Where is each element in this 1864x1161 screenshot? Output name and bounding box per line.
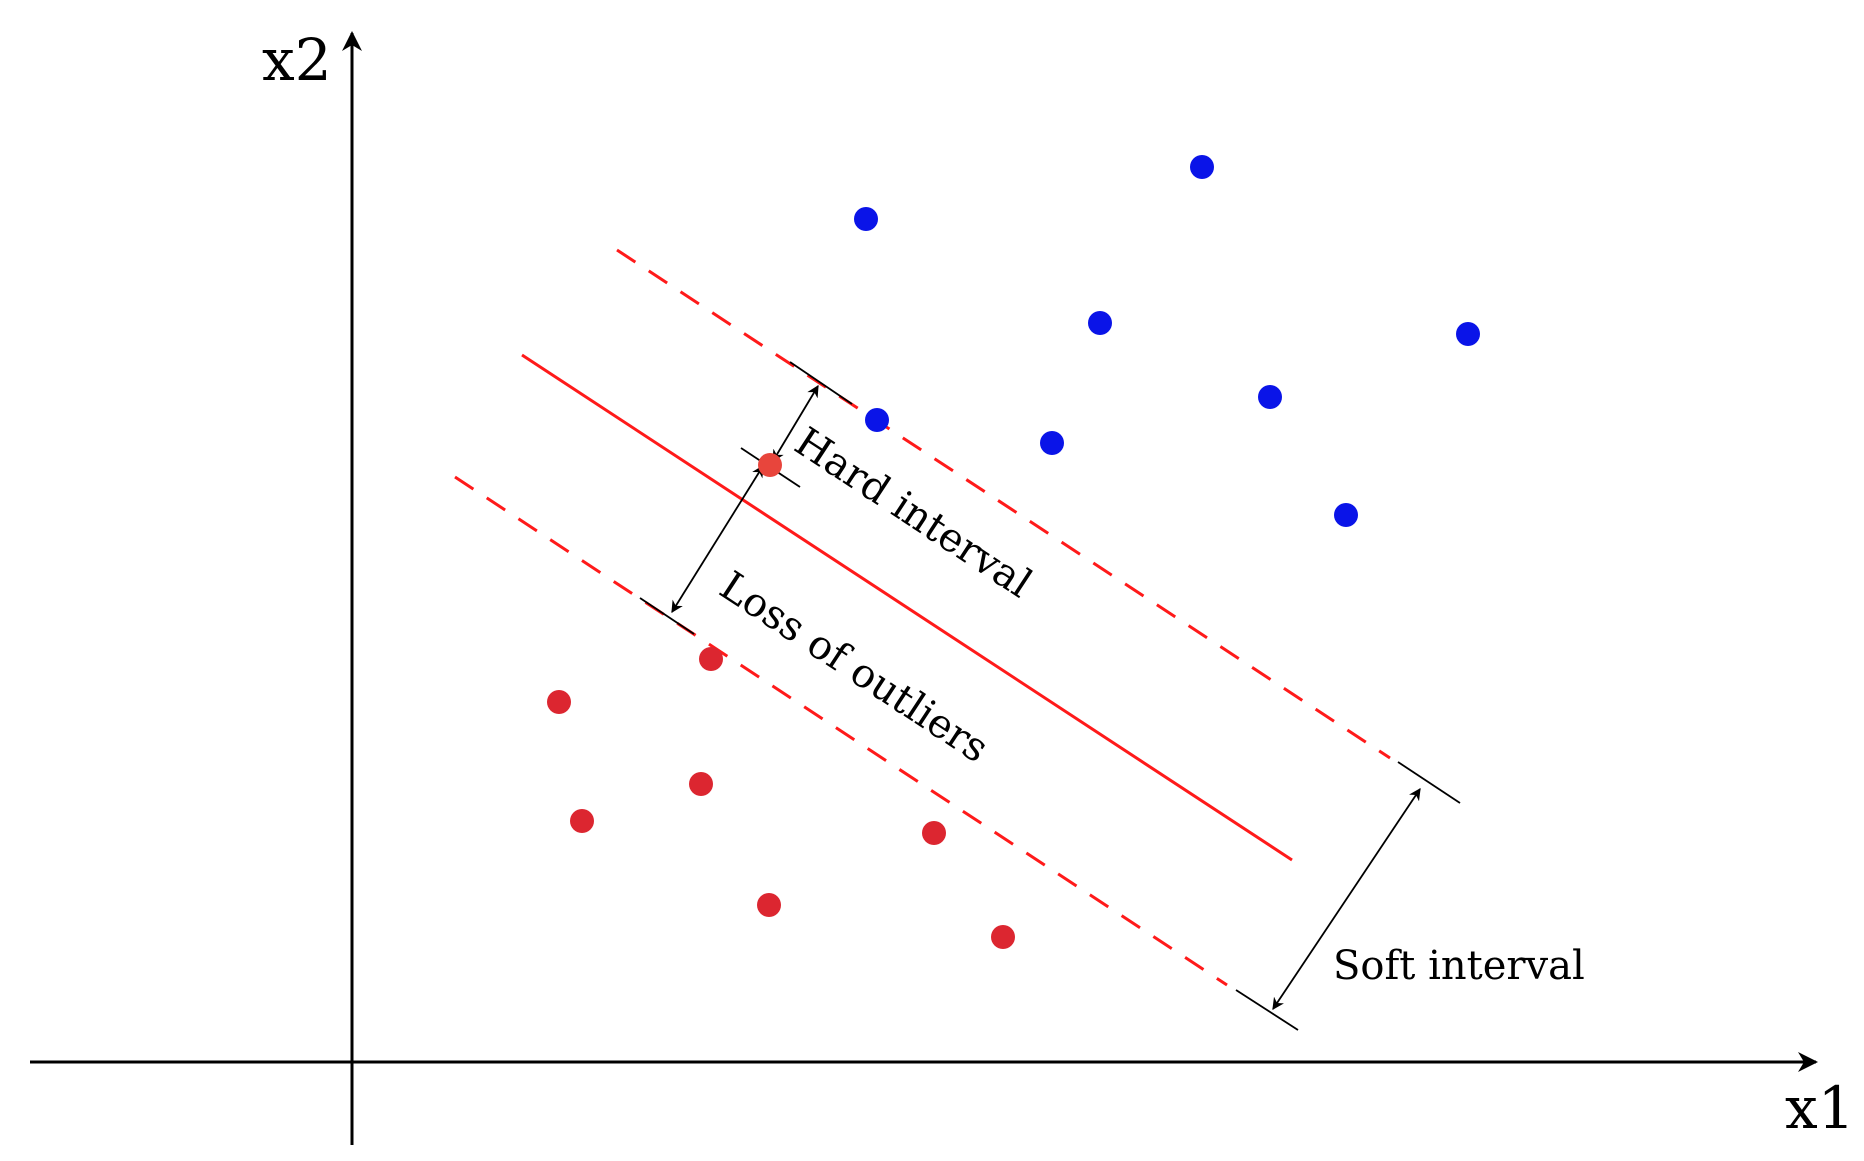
- hard-interval-label: Hard interval: [787, 419, 1040, 607]
- positive-point: [1456, 322, 1480, 346]
- outlier-point: [758, 453, 782, 477]
- lower-margin-line: [454, 475, 1228, 987]
- negative-point: [991, 925, 1015, 949]
- soft-interval-measure: [1235, 761, 1461, 1031]
- negative-point: [570, 809, 594, 833]
- negative-point: [699, 647, 723, 671]
- positive-point: [865, 408, 889, 432]
- negative-point: [757, 893, 781, 917]
- soft-interval-label: Soft interval: [1333, 943, 1585, 989]
- positive-class-points: [854, 155, 1480, 527]
- positive-point: [1258, 385, 1282, 409]
- positive-point: [1334, 503, 1358, 527]
- positive-point: [1190, 155, 1214, 179]
- positive-point: [1088, 311, 1112, 335]
- positive-point: [1040, 431, 1064, 455]
- x-axis-label: x1: [1785, 1074, 1855, 1142]
- loss-of-outliers-label: Loss of outliers: [712, 563, 997, 772]
- loss-of-outliers-measure: [639, 464, 764, 635]
- positive-point: [854, 207, 878, 231]
- negative-point: [689, 772, 713, 796]
- negative-point: [547, 690, 571, 714]
- upper-margin-line: [616, 248, 1391, 760]
- y-axis-label: x2: [262, 26, 332, 94]
- decision-boundary: [521, 353, 1293, 862]
- negative-point: [922, 821, 946, 845]
- negative-class-points: [547, 647, 1015, 949]
